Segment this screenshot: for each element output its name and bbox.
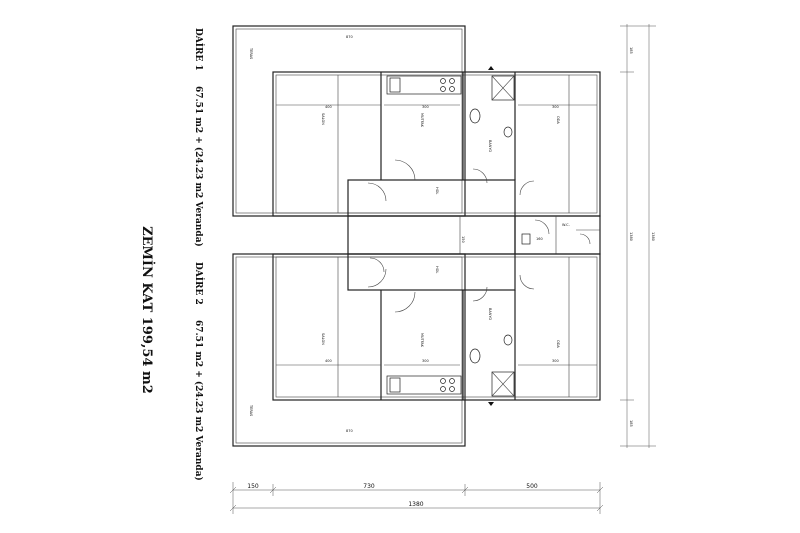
unit2-room-salon: SALON — [321, 333, 325, 345]
unit2-room-banyo: BANYO — [488, 308, 492, 320]
right-dimensions: 185 1380 1380 185 — [620, 24, 656, 448]
unit1-toilet — [469, 108, 481, 124]
unit2-room-hol: HOL — [435, 266, 439, 273]
svg-text:1380: 1380 — [629, 232, 633, 241]
svg-text:185: 185 — [629, 420, 633, 427]
dim-seg2: 730 — [363, 483, 375, 490]
unit2-room-mutfak: MUTFAK — [420, 333, 424, 348]
unit2-toilet — [469, 348, 481, 364]
unit2-terrace-outline — [232, 253, 466, 447]
floor-title-group: ZEMİN KAT 199,54 m2 — [139, 226, 155, 394]
unit1-terrace-outline — [232, 25, 466, 217]
svg-text:300: 300 — [422, 105, 429, 109]
unit1-label-group: DAİRE 1 67.51 m2 + (24.23 m2 Veranda) — [193, 28, 206, 247]
svg-text:1380: 1380 — [651, 232, 655, 241]
unit1-area: 67.51 m2 + (24.23 m2 Veranda) — [193, 86, 204, 247]
svg-text:185: 185 — [629, 47, 633, 54]
svg-text:870: 870 — [346, 35, 353, 39]
dim-total: 1380 — [408, 501, 423, 508]
svg-text:150: 150 — [461, 236, 465, 243]
unit1-plan: TERAS SALON MUTFAK BANYO ODA HOL 870 400… — [232, 25, 601, 217]
unit1-room-banyo: BANYO — [488, 140, 492, 152]
unit2-plan: TERAS SALON MUTFAK BANYO ODA HOL 870 400… — [232, 253, 601, 447]
unit2-hall — [347, 253, 516, 291]
unit1-room-hol: HOL — [435, 187, 439, 194]
svg-text:400: 400 — [325, 359, 332, 363]
svg-text:300: 300 — [552, 359, 559, 363]
svg-text:300: 300 — [552, 105, 559, 109]
unit1-room-mutfak: MUTFAK — [420, 113, 424, 128]
central-core: W.C. 160 150 — [347, 215, 601, 255]
unit1-hall — [347, 179, 516, 217]
svg-text:160: 160 — [536, 237, 543, 241]
unit1-room-teras: TERAS — [249, 47, 253, 60]
bottom-dimensions: 150 730 500 1380 — [229, 482, 604, 514]
dim-seg1: 150 — [247, 483, 259, 490]
unit1-name: DAİRE 1 — [193, 28, 206, 71]
unit1-room-oda: ODA — [556, 116, 560, 124]
core-room-wc: W.C. — [562, 223, 570, 227]
svg-text:870: 870 — [346, 429, 353, 433]
unit2-area: 67.51 m2 + (24.23 m2 Veranda) — [193, 320, 204, 481]
unit2-room-teras: TERAS — [249, 404, 253, 417]
svg-text:400: 400 — [325, 105, 332, 109]
svg-text:300: 300 — [422, 359, 429, 363]
unit1-room-salon: SALON — [321, 113, 325, 125]
unit2-label-group: DAİRE 2 67.51 m2 + (24.23 m2 Veranda) — [193, 262, 206, 481]
floor-title: ZEMİN KAT 199,54 m2 — [139, 226, 155, 394]
unit2-name: DAİRE 2 — [193, 262, 206, 305]
dim-seg3: 500 — [526, 483, 538, 490]
unit2-room-oda: ODA — [556, 340, 560, 348]
